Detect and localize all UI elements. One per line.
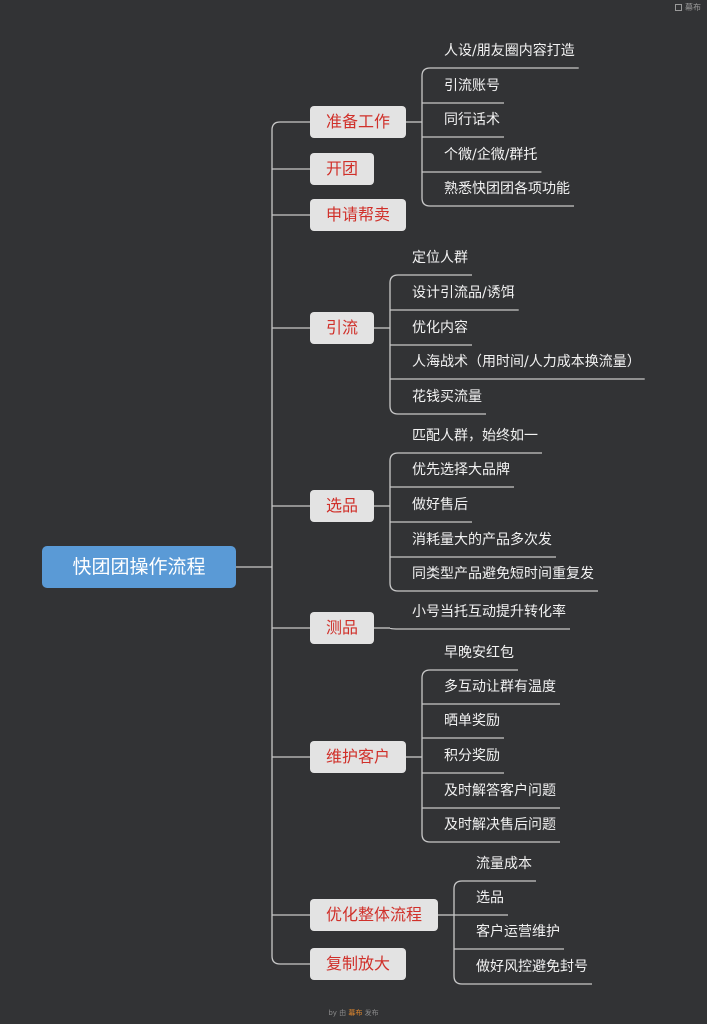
leaf-node[interactable]: 人海战术（用时间/人力成本换流量） xyxy=(412,354,641,370)
leaf-node[interactable]: 及时解答客户问题 xyxy=(444,783,556,799)
leaf-node[interactable]: 及时解决售后问题 xyxy=(444,817,556,833)
leaf-node[interactable]: 人设/朋友圈内容打造 xyxy=(444,43,575,59)
branch-node[interactable]: 引流 xyxy=(310,312,374,344)
mubu-logo-icon xyxy=(675,4,682,11)
root-node[interactable]: 快团团操作流程 xyxy=(42,546,236,588)
leaf-node[interactable]: 定位人群 xyxy=(412,250,468,266)
leaf-node[interactable]: 晒单奖励 xyxy=(444,713,500,729)
leaf-node[interactable]: 个微/企微/群托 xyxy=(444,147,538,163)
footer: by 由 幕布 发布 xyxy=(0,1008,707,1018)
leaf-node[interactable]: 同类型产品避免短时间重复发 xyxy=(412,566,594,582)
leaf-node[interactable]: 选品 xyxy=(476,890,504,906)
connector-line xyxy=(389,274,472,284)
leaf-node[interactable]: 做好风控避免封号 xyxy=(476,959,588,975)
leaf-node[interactable]: 多互动让群有温度 xyxy=(444,679,556,695)
connector-line xyxy=(421,833,560,843)
footer-brand: 幕布 xyxy=(348,1009,363,1017)
leaf-node[interactable]: 早晚安红包 xyxy=(444,645,514,661)
branch-node[interactable]: 复制放大 xyxy=(310,948,406,980)
footer-by: by xyxy=(328,1009,337,1017)
leaf-node[interactable]: 同行话术 xyxy=(444,112,500,128)
connector-line xyxy=(389,582,598,592)
footer-publish: 发布 xyxy=(364,1009,379,1017)
connector-line xyxy=(421,67,579,77)
leaf-node[interactable]: 消耗量大的产品多次发 xyxy=(412,532,552,548)
branch-node[interactable]: 开团 xyxy=(310,153,374,185)
brand-label: 幕布 xyxy=(685,3,701,12)
leaf-node[interactable]: 积分奖励 xyxy=(444,748,500,764)
branch-node[interactable]: 申请帮卖 xyxy=(310,199,406,231)
leaf-node[interactable]: 匹配人群，始终如一 xyxy=(412,428,538,444)
connector-line xyxy=(453,975,592,985)
connector-line xyxy=(421,197,574,207)
leaf-node[interactable]: 客户运营维护 xyxy=(476,924,560,940)
connector-line xyxy=(453,880,536,890)
footer-from: 由 xyxy=(339,1009,347,1017)
leaf-node[interactable]: 流量成本 xyxy=(476,856,532,872)
branch-node[interactable]: 优化整体流程 xyxy=(310,899,438,931)
leaf-node[interactable]: 优先选择大品牌 xyxy=(412,462,510,478)
branch-node[interactable]: 准备工作 xyxy=(310,106,406,138)
leaf-node[interactable]: 优化内容 xyxy=(412,320,468,336)
connector-line xyxy=(389,452,542,462)
connector-line xyxy=(271,121,310,131)
leaf-node[interactable]: 引流账号 xyxy=(444,78,500,94)
connector-line xyxy=(389,405,486,415)
leaf-node[interactable]: 设计引流品/诱饵 xyxy=(412,285,515,301)
leaf-node[interactable]: 小号当托互动提升转化率 xyxy=(412,604,566,620)
brand-badge: 幕布 xyxy=(675,2,701,13)
connector-line xyxy=(421,669,518,679)
branch-node[interactable]: 测品 xyxy=(310,612,374,644)
branch-node[interactable]: 选品 xyxy=(310,490,374,522)
leaf-node[interactable]: 做好售后 xyxy=(412,497,468,513)
branch-node[interactable]: 维护客户 xyxy=(310,741,406,773)
leaf-node[interactable]: 花钱买流量 xyxy=(412,389,482,405)
leaf-node[interactable]: 熟悉快团团各项功能 xyxy=(444,181,570,197)
connector-line xyxy=(271,955,310,965)
connector-line xyxy=(389,627,399,630)
